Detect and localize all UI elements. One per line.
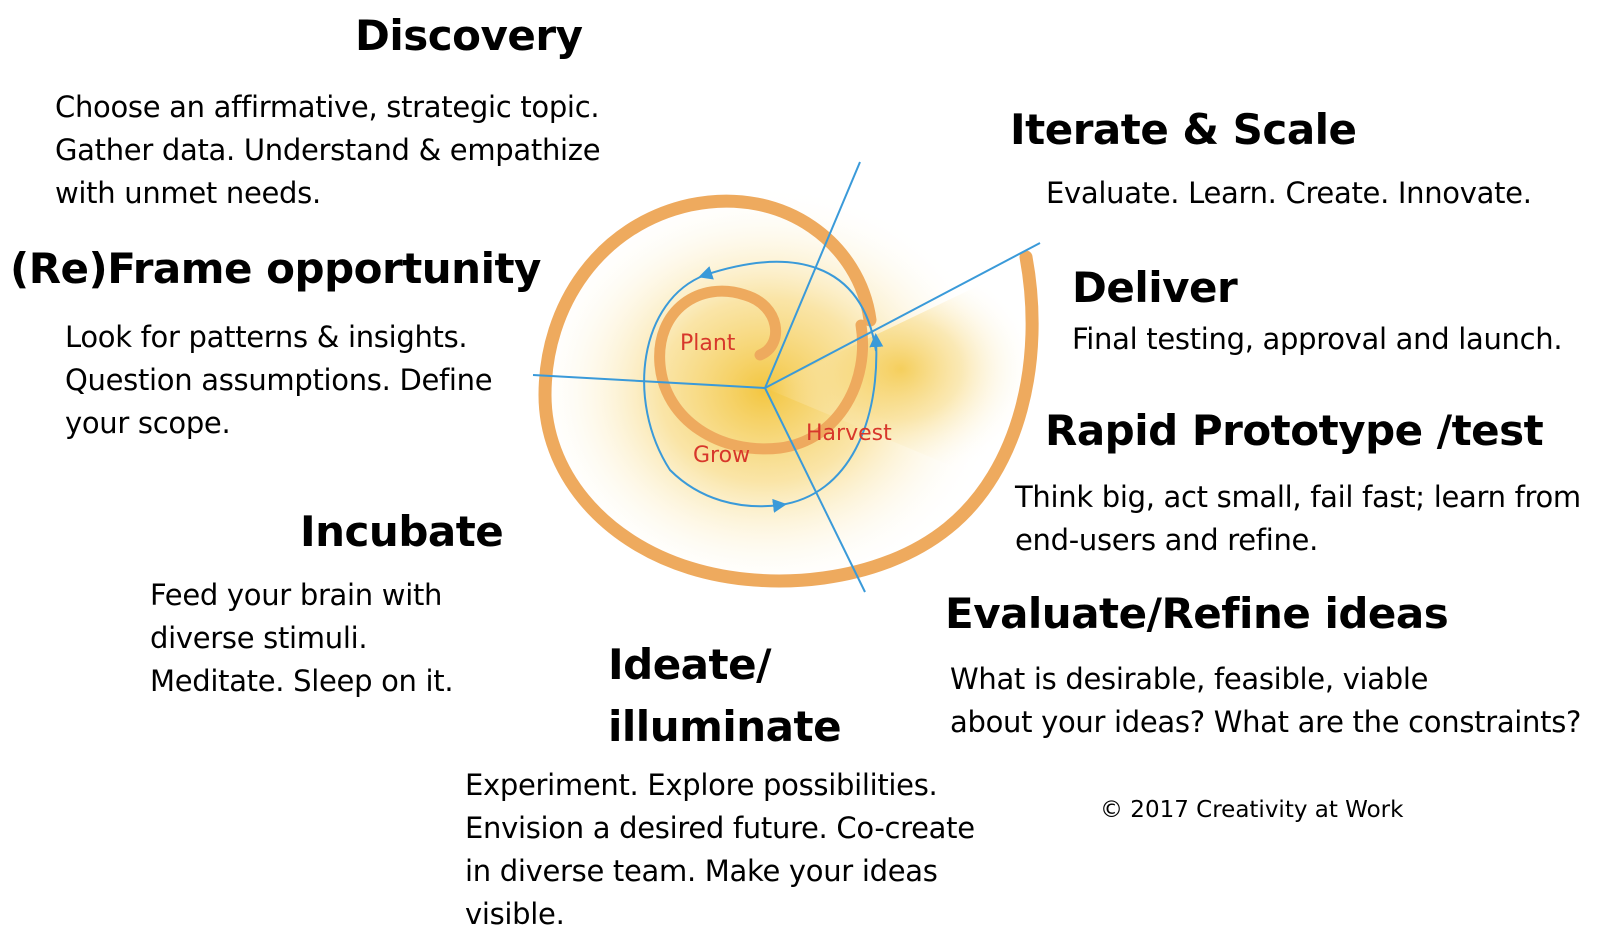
arrow-loop-right [779, 333, 884, 506]
stage-description: Look for patterns & insights. Question a… [65, 320, 493, 440]
inner-spiral-band [654, 285, 868, 455]
stage-description: What is desirable, feasible, viable abou… [950, 662, 1582, 739]
radial-line-top [764, 161, 861, 389]
stage-title: (Re)Frame opportunity [10, 244, 541, 293]
stage-title: Rapid Prototype /test [1045, 406, 1544, 455]
plant-label: Plant [680, 331, 736, 356]
copyright-notice: © 2017 Creativity at Work [1100, 797, 1404, 823]
grow-label: Grow [693, 443, 750, 468]
stage-title: Evaluate/Refine ideas [945, 589, 1449, 638]
stage-description: Feed your brain with diverse stimuli. Me… [150, 578, 454, 698]
stage-description: Think big, act small, fail fast; learn f… [1015, 480, 1581, 557]
outer-spiral-band [538, 194, 1039, 588]
stage-title: Deliver [1072, 263, 1238, 312]
stage-title: Ideate/ illuminate [608, 640, 842, 751]
arrow-loop-left [643, 274, 787, 513]
radial-line-left [532, 374, 766, 389]
stage-title: Incubate [300, 507, 504, 556]
glow-wedge [765, 258, 1037, 480]
harvest-label: Harvest [806, 421, 892, 446]
radial-line-bottom [764, 387, 866, 593]
stage-title: Iterate & Scale [1010, 105, 1357, 154]
arrow-loop-outer [698, 260, 877, 352]
stage-description: Final testing, approval and launch. [1072, 322, 1563, 356]
stage-title: Discovery [355, 11, 583, 60]
stage-description: Choose an affirmative, strategic topic. … [55, 90, 601, 210]
stage-description: Experiment. Explore possibilities. Envis… [465, 768, 975, 931]
stage-description: Evaluate. Learn. Create. Innovate. [1046, 176, 1532, 210]
stage-discovery: Discovery [355, 11, 583, 60]
radial-line-right [764, 242, 1041, 389]
